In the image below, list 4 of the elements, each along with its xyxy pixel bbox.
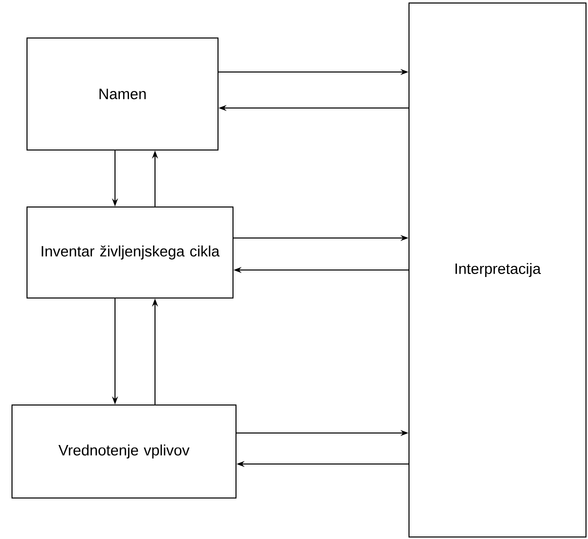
- process-box: Vrednotenje vplivov: [12, 404, 236, 498]
- process-box: Inventar življenjskega cikla: [26, 206, 234, 298]
- process-box: Namen: [26, 38, 218, 150]
- process-box: Interpretacija: [408, 2, 586, 538]
